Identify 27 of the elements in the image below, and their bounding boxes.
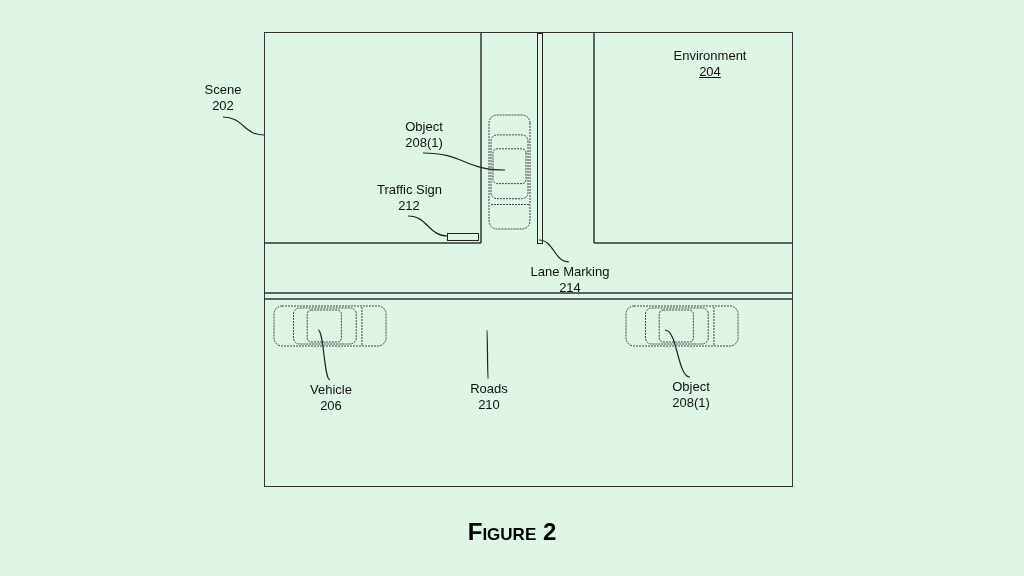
traffic-sign-symbol (447, 233, 479, 241)
leader-line (317, 329, 331, 381)
reference-number: 214 (558, 280, 582, 296)
leader-line (422, 152, 506, 171)
reference-number: 204 (699, 64, 721, 80)
lane-marking-bar (537, 33, 543, 244)
reference-number: 212 (397, 198, 421, 214)
reference-number: 208(1) (404, 135, 444, 151)
leader-line (486, 329, 489, 380)
leader-line (407, 215, 449, 237)
callout-label: Scene (203, 82, 243, 98)
callout-label: Roads (469, 381, 509, 397)
callout-label: Object (404, 119, 444, 135)
callout-label: Vehicle (309, 382, 353, 398)
callout-label: Lane Marking (529, 264, 611, 280)
reference-number: 210 (477, 397, 501, 413)
leader-line (222, 116, 265, 136)
leader-line (538, 239, 570, 263)
scene-frame (264, 32, 793, 487)
region-label: Environment (672, 48, 748, 64)
callout-label: Object (671, 379, 711, 395)
reference-number: 202 (211, 98, 235, 114)
callout-label: Traffic Sign (377, 182, 441, 198)
figure-caption: Figure 2 (467, 518, 557, 545)
reference-number: 208(1) (671, 395, 711, 411)
reference-number: 206 (319, 398, 343, 414)
leader-line (664, 329, 691, 378)
